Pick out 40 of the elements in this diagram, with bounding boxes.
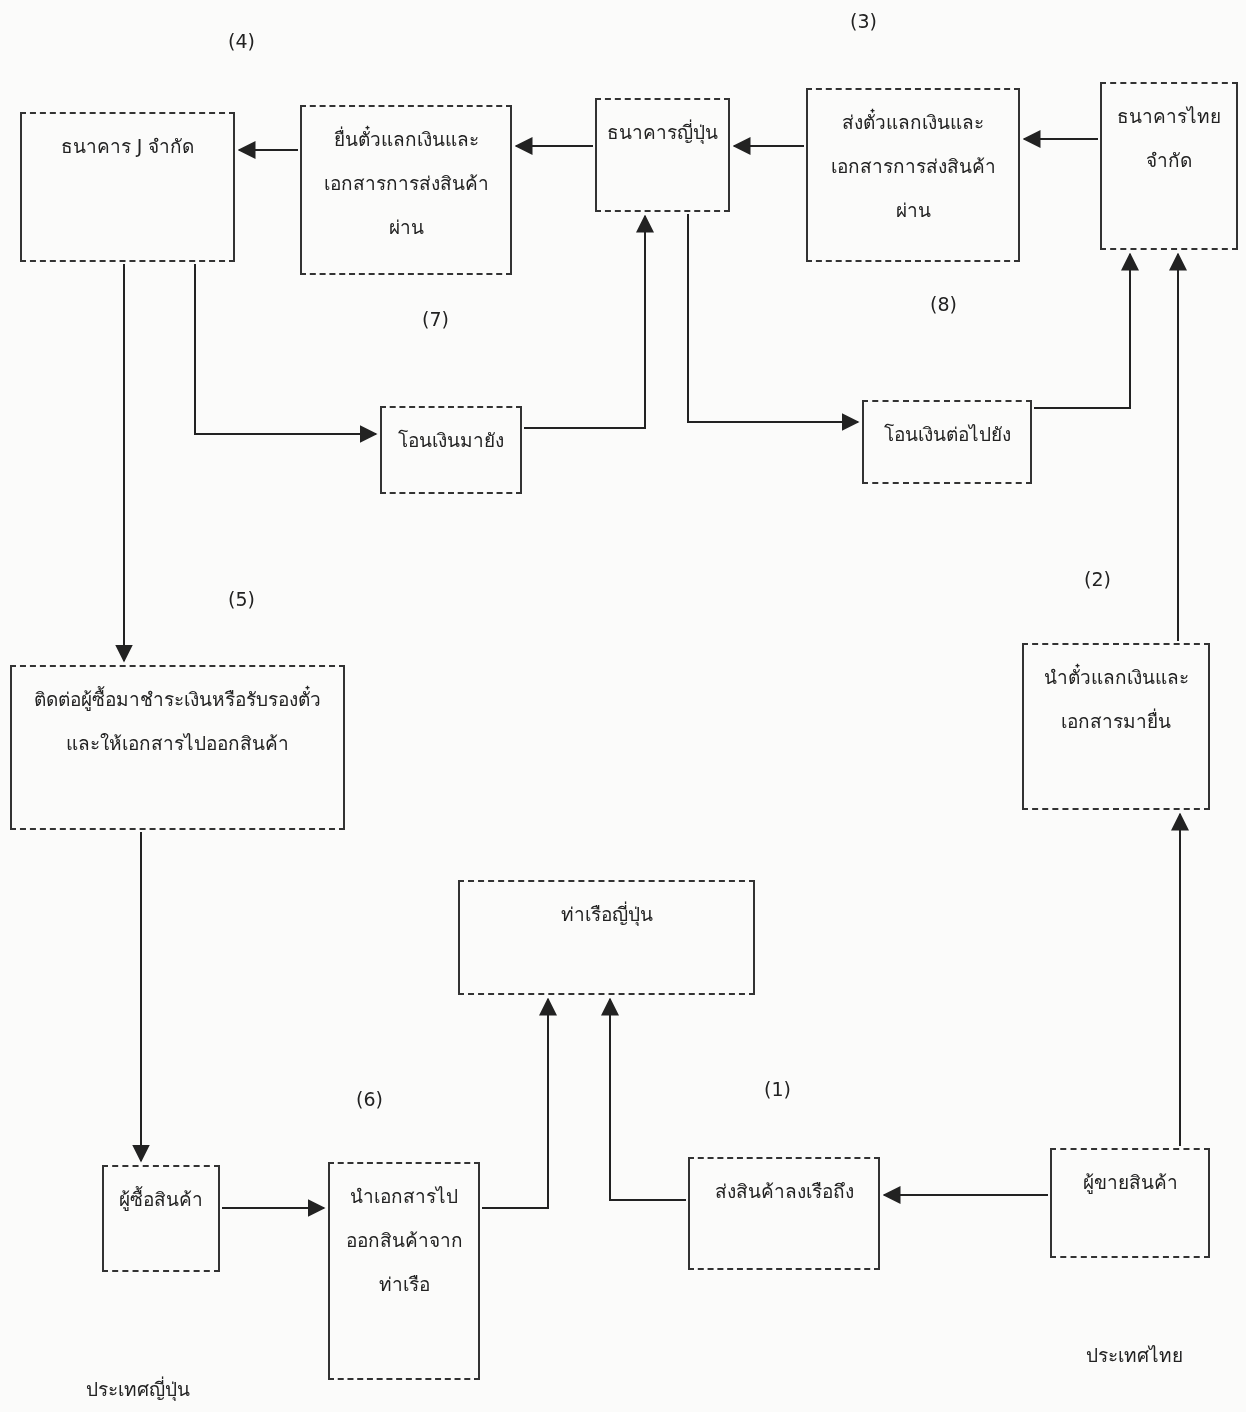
arrow — [481, 997, 557, 1209]
arrow — [1033, 252, 1139, 409]
arrow — [1022, 130, 1099, 148]
country-label: ประเทศไทย — [1086, 1343, 1183, 1368]
process-box: ผู้ขายสินค้า — [1050, 1148, 1210, 1258]
arrow — [194, 263, 378, 443]
process-box: โอนเงินต่อไปยัง — [862, 400, 1032, 484]
process-box: นำเอกสารไปออกสินค้าจากท่าเรือ — [328, 1162, 480, 1380]
process-box: ธนาคาร J จำกัด — [20, 112, 235, 262]
arrow — [1171, 812, 1189, 1147]
step-number: (3) — [850, 10, 877, 32]
step-number: (5) — [228, 588, 255, 610]
step-number: (2) — [1084, 568, 1111, 590]
arrow — [237, 141, 299, 159]
process-box: ท่าเรือญี่ปุ่น — [458, 880, 755, 995]
step-number: (8) — [930, 293, 957, 315]
process-box: ธนาคารญี่ปุ่น — [595, 98, 730, 212]
arrow — [687, 213, 860, 431]
process-box: ธนาคารไทย จำกัด — [1100, 82, 1238, 250]
arrow — [514, 137, 594, 155]
arrow — [732, 137, 805, 155]
step-number: (6) — [356, 1088, 383, 1110]
arrow — [882, 1186, 1049, 1204]
process-box: ส่งตั๋วแลกเงินและเอกสารการส่งสินค้าผ่าน — [806, 88, 1020, 262]
arrow — [1169, 252, 1187, 642]
process-box: ส่งสินค้าลงเรือถึง — [688, 1157, 880, 1270]
process-box: ยื่นตั๋วแลกเงินและเอกสารการส่งสินค้าผ่าน — [300, 105, 512, 275]
arrow — [601, 997, 687, 1201]
process-box: โอนเงินมายัง — [380, 406, 522, 494]
country-label: ประเทศญี่ปุ่น — [86, 1375, 190, 1403]
step-number: (1) — [764, 1078, 791, 1100]
process-box: นำตั๋วแลกเงินและเอกสารมายื่น — [1022, 643, 1210, 810]
arrow — [523, 214, 654, 429]
arrow — [115, 263, 133, 663]
arrow — [221, 1199, 326, 1217]
step-number: (4) — [228, 30, 255, 52]
step-number: (7) — [422, 308, 449, 330]
process-box: ติดต่อผู้ซื้อมาชำระเงินหรือรับรองตั๋วและให้เอกสารไปออกสินค้า — [10, 665, 345, 830]
process-box: ผู้ซื้อสินค้า — [102, 1165, 220, 1272]
arrow — [132, 831, 150, 1163]
